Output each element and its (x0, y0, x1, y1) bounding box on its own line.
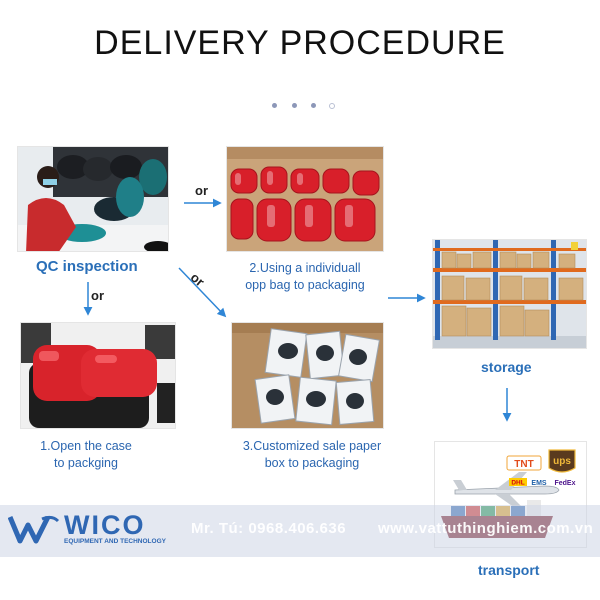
opp-bag-label-line2: opp bag to packaging (245, 278, 365, 292)
opp-bag-label-line1: 2.Using a individuall (249, 261, 361, 275)
dot-2[interactable] (292, 103, 297, 108)
paper-box-illustration (232, 323, 383, 428)
open-case-photo (20, 322, 176, 429)
open-case-label-line1: 1.Open the case (40, 439, 132, 453)
watermark-bar (0, 505, 600, 557)
paper-box-label: 3.Customized sale paper box to packaging (232, 438, 392, 472)
or-connector-2: or (91, 288, 104, 303)
paper-box-label-line2: box to packaging (264, 456, 360, 470)
page-title: DELIVERY PROCEDURE (94, 24, 506, 62)
wico-logo-icon (7, 515, 60, 544)
open-case-label: 1.Open the case to packging (20, 438, 152, 472)
open-case-illustration (21, 323, 175, 428)
wico-logo (7, 513, 60, 550)
wico-tagline: EQUIPMENT AND TECHNOLOGY (64, 538, 166, 545)
opp-photo-illustration (227, 147, 383, 251)
fedex-text: FedEx (554, 480, 575, 487)
tnt-logo: TNT (506, 455, 542, 471)
ups-logo: ups (548, 449, 576, 473)
storage-label: storage (481, 359, 532, 375)
paper-box-label-line1: 3.Customized sale paper (242, 439, 382, 453)
ups-text: ups (553, 456, 571, 467)
arrow-qc-to-box (178, 267, 227, 318)
opp-bag-label: 2.Using a individuall opp bag to packagi… (226, 260, 384, 294)
dot-3[interactable] (311, 103, 316, 108)
qc-photo-illustration (18, 147, 168, 251)
qc-inspection-label: QC inspection (36, 258, 138, 275)
dot-4[interactable] (329, 103, 335, 109)
wico-logo-text: WICO (64, 510, 146, 540)
watermark-phone: Mr. Tú: 0968.406.636 (191, 520, 347, 537)
open-case-label-line2: to packging (54, 456, 118, 470)
carousel-dots[interactable] (272, 103, 335, 111)
watermark-site: www.vattuthinghiem.com.vn (378, 520, 594, 537)
transport-label: transport (478, 562, 540, 578)
storage-illustration (433, 240, 586, 348)
dot-1[interactable] (272, 103, 277, 108)
qc-inspection-photo (17, 146, 169, 252)
ems-text: EMS (531, 480, 547, 487)
or-connector-1: or (195, 183, 208, 198)
paper-box-photo (231, 322, 384, 429)
dhl-text: DHL (511, 480, 524, 487)
opp-bag-photo (226, 146, 384, 252)
storage-photo (432, 239, 587, 349)
tnt-text: TNT (514, 459, 533, 470)
